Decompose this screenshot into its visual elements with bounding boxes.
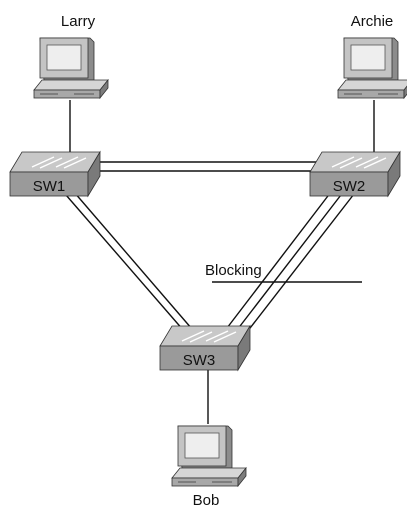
- computer-icon: [337, 37, 407, 99]
- pc-label-bob: Bob: [193, 492, 220, 509]
- computer-icon: [33, 37, 109, 99]
- switch-label-sw2: SW2: [333, 178, 366, 195]
- links: [65, 100, 375, 424]
- link-sw2-sw3-b: [236, 190, 345, 331]
- pc-archie[interactable]: Archie: [337, 13, 407, 99]
- link-sw1-sw3-a: [65, 194, 185, 332]
- switch-label-sw3: SW3: [183, 352, 216, 369]
- switch-sw2[interactable]: SW2: [309, 151, 401, 197]
- computer-icon: [171, 425, 247, 487]
- pc-label-larry: Larry: [61, 13, 96, 30]
- blocking-label: Blocking: [205, 262, 262, 279]
- link-sw2-sw3-c: [246, 193, 355, 333]
- pc-bob[interactable]: Bob: [171, 425, 247, 509]
- switch-sw3[interactable]: SW3: [159, 325, 251, 371]
- switch-label-sw1: SW1: [33, 178, 66, 195]
- switch-sw1[interactable]: SW1: [9, 151, 101, 197]
- link-sw2-sw3-a: [226, 187, 335, 329]
- pc-larry[interactable]: Larry: [33, 13, 109, 99]
- pc-label-archie: Archie: [351, 13, 394, 30]
- link-sw1-sw3-b: [73, 191, 193, 330]
